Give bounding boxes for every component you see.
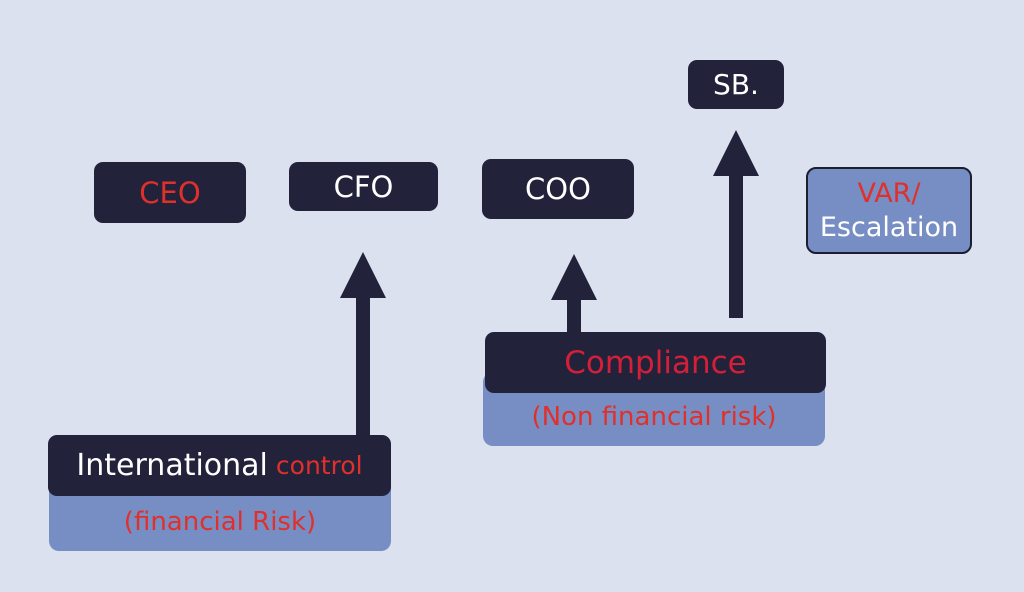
cfo-label: CFO bbox=[333, 169, 394, 204]
sb-node: SB. bbox=[688, 60, 784, 109]
international-label: International bbox=[76, 448, 268, 483]
var-label: VAR/ bbox=[857, 177, 921, 209]
compliance-label: Compliance bbox=[564, 344, 747, 381]
financial-risk-label: (financial Risk) bbox=[123, 507, 317, 537]
escalation-label: Escalation bbox=[819, 211, 959, 243]
arrow-compliance-to-sb bbox=[713, 130, 759, 318]
ceo-label: CEO bbox=[139, 175, 201, 210]
coo-node: COO bbox=[482, 159, 634, 219]
control-label: control bbox=[275, 451, 363, 480]
compliance-node: Compliance bbox=[485, 332, 826, 393]
international-control-node: International control bbox=[48, 435, 391, 496]
sb-label: SB. bbox=[713, 68, 759, 101]
coo-label: COO bbox=[525, 172, 591, 206]
ceo-node: CEO bbox=[94, 162, 246, 223]
arrow-control-to-cfo bbox=[340, 252, 386, 436]
arrow-compliance-to-coo bbox=[551, 254, 597, 334]
cfo-node: CFO bbox=[289, 162, 438, 211]
var-escalation-node: VAR/ Escalation bbox=[806, 167, 972, 254]
non-financial-risk-label: (Non financial risk) bbox=[531, 402, 777, 432]
